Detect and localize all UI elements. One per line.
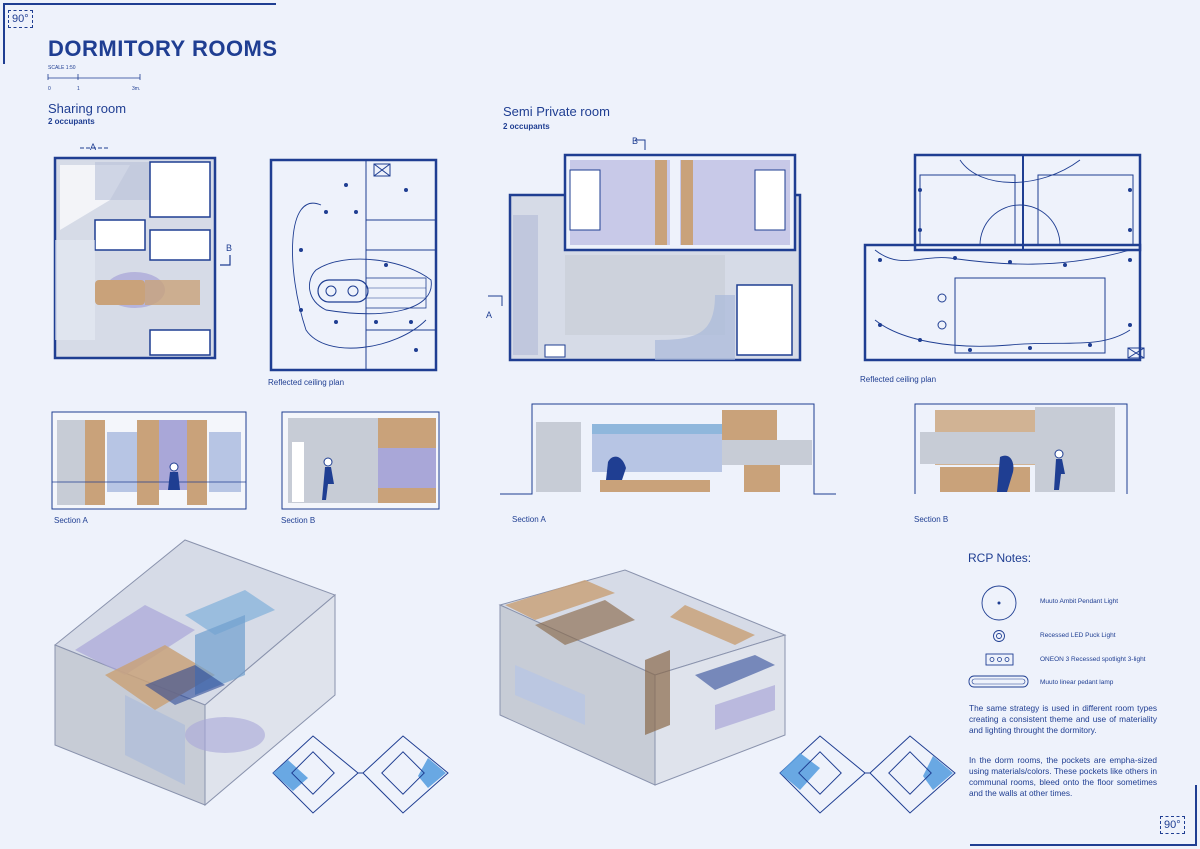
semi-private-rcp bbox=[863, 153, 1145, 362]
degree-mark: ° bbox=[1176, 819, 1181, 831]
sharing-key-plan bbox=[272, 735, 449, 814]
semi-marker-a: A bbox=[486, 310, 493, 320]
degree-mark: ° bbox=[24, 13, 29, 25]
semi-private-title: Semi Private room bbox=[503, 104, 610, 119]
linear-lamp-icon bbox=[968, 675, 1029, 688]
legend-label-puck: Recessed LED Puck Light bbox=[1040, 632, 1116, 639]
scale-tick-1: 1 bbox=[77, 86, 80, 92]
sharing-marker-b: B bbox=[226, 243, 233, 253]
pendant-light-icon bbox=[981, 585, 1017, 621]
page-number-top: 90° bbox=[8, 10, 33, 28]
semi-section-b-label: Section B bbox=[914, 515, 949, 524]
sharing-room-axonometric bbox=[54, 539, 336, 807]
rcp-notes-title: RCP Notes: bbox=[968, 551, 1032, 565]
semi-private-floor-plan bbox=[508, 139, 802, 362]
notes-paragraph-2: In the dorm rooms, the pockets are empha… bbox=[969, 755, 1157, 798]
sharing-marker-a: A bbox=[90, 142, 97, 152]
semi-marker-b: B bbox=[632, 136, 639, 146]
puck-light-icon bbox=[993, 630, 1005, 642]
legend-label-spotlight: ONEON 3 Recessed spotlight 3-light bbox=[1040, 656, 1146, 663]
sharing-room-title: Sharing room bbox=[48, 101, 127, 116]
semi-section-a bbox=[500, 403, 836, 495]
spotlight-icon bbox=[985, 653, 1014, 666]
sharing-section-a-label: Section A bbox=[54, 516, 88, 525]
semi-section-b bbox=[914, 403, 1128, 494]
legend-label-pendant: Muuto Ambit Pendant Light bbox=[1040, 598, 1119, 605]
semi-key-plan bbox=[779, 735, 956, 814]
semi-section-a-label: Section A bbox=[512, 515, 546, 524]
page-number-text: 90 bbox=[12, 13, 25, 25]
semi-private-axonometric bbox=[498, 569, 787, 786]
semi-marker-a-line bbox=[488, 295, 503, 306]
legend-label-linear: Muuto linear pedant lamp bbox=[1040, 679, 1114, 686]
page-number-bottom: 90° bbox=[1160, 816, 1185, 834]
sharing-room-occupants: 2 occupants bbox=[48, 117, 95, 126]
sharing-section-a bbox=[51, 411, 247, 510]
semi-rcp-label: Reflected ceiling plan bbox=[860, 375, 937, 384]
page-number-text: 90 bbox=[1164, 819, 1177, 831]
scale-tick-0: 0 bbox=[48, 86, 51, 92]
sharing-section-b-label: Section B bbox=[281, 516, 316, 525]
scale-tick-3: 3m. bbox=[132, 86, 141, 92]
scale-label: SCALE 1:50 bbox=[48, 65, 76, 71]
notes-paragraph-1: The same strategy is used in different r… bbox=[969, 703, 1157, 735]
sharing-room-floor-plan bbox=[53, 147, 231, 360]
sharing-rcp-label: Reflected ceiling plan bbox=[268, 378, 345, 387]
sharing-room-rcp bbox=[269, 158, 438, 372]
semi-private-occupants: 2 occupants bbox=[503, 122, 550, 131]
scale-bar bbox=[47, 74, 141, 80]
page-title: DORMITORY ROOMS bbox=[48, 36, 278, 61]
sharing-section-b bbox=[281, 411, 440, 510]
